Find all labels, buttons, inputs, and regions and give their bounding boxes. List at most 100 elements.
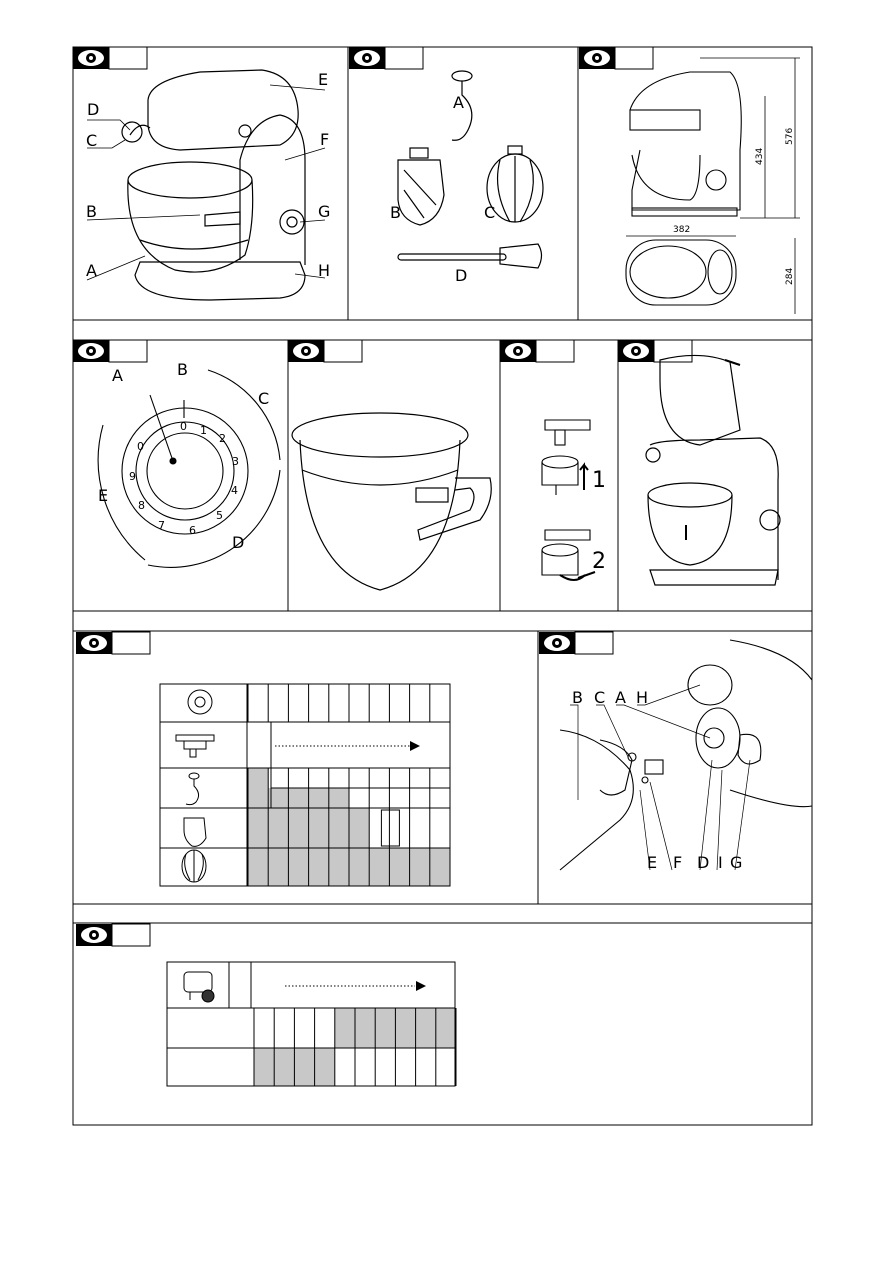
dial-0-left: 0: [137, 440, 144, 453]
fig8-label-h: H: [636, 688, 648, 707]
dial-1: 1: [200, 424, 207, 437]
speed-cell-shaded: [248, 768, 269, 788]
fig8-leader-lines: [570, 684, 751, 871]
meat-grinder-icon: [183, 971, 215, 1003]
fig1-leader-lines: [86, 84, 326, 281]
eye-badge-icon: [618, 339, 693, 363]
fig2-label-a: A: [453, 93, 464, 112]
eye-badge-icon: [349, 46, 424, 70]
speed-cell-shaded: [254, 1048, 275, 1086]
speed-cell-shaded: [328, 788, 349, 808]
speed-cell-shaded: [429, 848, 450, 886]
fig3-dimension-lines: [626, 57, 800, 314]
speed-cell-shaded: [268, 788, 289, 808]
speed-cell-shaded: [334, 1008, 355, 1048]
figure-bowl: [291, 412, 492, 591]
eye-badge-icon: [288, 339, 363, 363]
dial-7: 7: [158, 519, 165, 532]
fig4-labels: A B C D E: [98, 360, 269, 552]
speed-table-2: [166, 961, 457, 1087]
fig1-label-b: B: [86, 202, 97, 221]
fig2-label-c: C: [484, 203, 495, 222]
dim-width: 382: [673, 225, 690, 235]
fig8-label-g: G: [730, 853, 742, 872]
dial-8: 8: [138, 499, 145, 512]
speed-cell-shaded: [294, 1048, 315, 1086]
speed-cell-shaded: [308, 848, 329, 886]
fig8-labels: B C A H E F D I G: [572, 688, 742, 872]
eye-badge-icon: [539, 631, 614, 655]
speed-cell-shaded: [415, 1008, 436, 1048]
dim-height-total: 576: [785, 128, 795, 145]
fig4-label-c: C: [258, 389, 269, 408]
speed-cell-shaded: [288, 808, 309, 848]
eye-badge-icon: [73, 339, 148, 363]
step-1: 1: [592, 468, 606, 493]
eye-badges: [73, 46, 693, 947]
fig8-label-c: C: [594, 688, 605, 707]
speed-cell-shaded: [435, 1008, 456, 1048]
fig2-labels: A B C D: [390, 93, 495, 285]
speed-cell-shaded: [369, 848, 390, 886]
fig1-label-f: F: [320, 130, 329, 149]
fig2-label-b: B: [390, 203, 401, 222]
whisk-icon: [181, 849, 207, 883]
eye-badge-icon: [500, 339, 575, 363]
speed-cell-shaded: [268, 848, 289, 886]
fig1-labels: D C B A E F G H: [86, 70, 330, 280]
speed-table-grid: [159, 683, 451, 887]
figure-accessories: [397, 70, 544, 269]
attachment-hub-icon: [175, 734, 215, 758]
speed-cell-shaded: [268, 808, 289, 848]
figure-tilt-head: [645, 354, 781, 586]
eye-badge-icon: [73, 46, 148, 70]
speed-table: [159, 683, 451, 887]
step-2: 2: [592, 549, 606, 574]
speed-cell-shaded: [288, 848, 309, 886]
dial-5: 5: [216, 509, 223, 522]
fig4-label-e: E: [98, 486, 108, 505]
fig8-label-e: E: [647, 853, 657, 872]
table-icons: [175, 689, 215, 883]
fig1-label-d: D: [87, 100, 99, 119]
speed-cell-shaded: [349, 808, 370, 848]
fig4-label-a: A: [112, 366, 123, 385]
speed-cell-shaded: [328, 808, 349, 848]
figure-attach-tool: [541, 419, 591, 581]
fig8-label-a: A: [615, 688, 626, 707]
fig1-label-h: H: [318, 261, 330, 280]
figure-attachment-hub: [559, 639, 813, 871]
speed-cell-shaded: [248, 848, 269, 886]
speed-cell-shaded: [248, 808, 269, 848]
fig3-labels: 576 434 382 284: [673, 128, 795, 285]
speed-cell-shaded: [395, 1008, 416, 1048]
speed-cell-shaded: [355, 1008, 376, 1048]
fig8-label-d: D: [697, 853, 709, 872]
eye-badge-icon: [579, 46, 654, 70]
speed-cell-shaded: [328, 848, 349, 886]
fig1-label-c: C: [86, 131, 97, 150]
speed-cell-shaded: [308, 788, 329, 808]
figure-mixer-overview: [121, 69, 306, 301]
fig1-label-a: A: [86, 261, 97, 280]
figure-dimensions: [625, 71, 742, 306]
speed-cell-shaded: [274, 1048, 295, 1086]
dial-numbers: 0 1 2 3 4 5 6 7 8 9 0: [129, 420, 239, 537]
speed-cell-shaded: [308, 808, 329, 848]
fig8-label-f: F: [673, 853, 682, 872]
fig4-label-d: D: [232, 533, 244, 552]
arrow-head-2: [416, 981, 426, 991]
fig1-label-e: E: [318, 70, 328, 89]
fig8-label-i: I: [718, 853, 723, 872]
fig1-label-g: G: [318, 202, 330, 221]
dial-9: 9: [129, 470, 136, 483]
speed-cell-shaded: [288, 788, 309, 808]
eye-badge-icon: [76, 631, 151, 655]
fig2-label-d: D: [455, 266, 467, 285]
fig6-arrows: [577, 462, 596, 579]
dim-depth: 284: [785, 268, 795, 285]
dial-3: 3: [232, 455, 239, 468]
eye-badge-icon: [76, 923, 151, 947]
speed-table-2-grid: [166, 961, 457, 1087]
